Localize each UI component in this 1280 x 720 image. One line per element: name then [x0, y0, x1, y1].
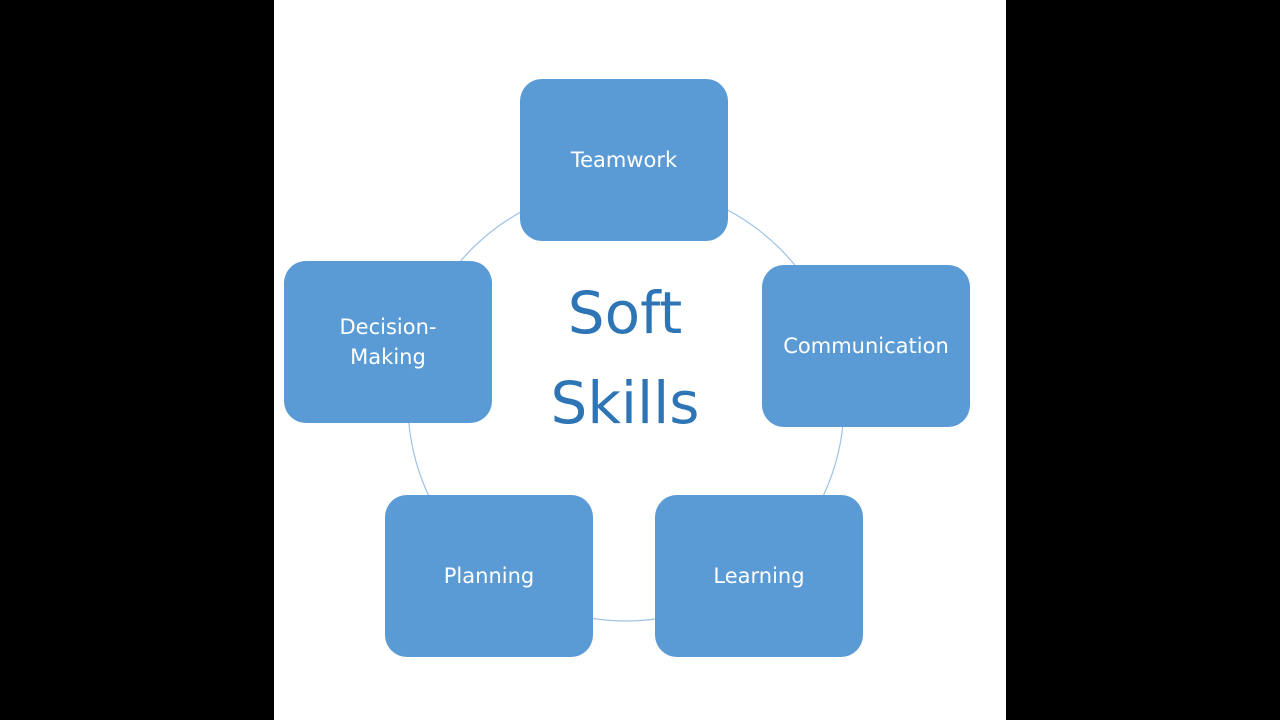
- node-decision-making: Decision- Making: [284, 261, 492, 423]
- node-learning: Learning: [655, 495, 863, 657]
- node-communication: Communication: [762, 265, 970, 427]
- center-title: Soft Skills: [525, 268, 725, 448]
- node-decision-label-line-2: Making: [350, 345, 426, 369]
- center-title-line-2: Skills: [550, 369, 700, 437]
- node-planning: Planning: [385, 495, 593, 657]
- node-planning-label: Planning: [443, 564, 535, 588]
- node-teamwork: Teamwork: [520, 79, 728, 241]
- center-title-line-1: Soft: [567, 279, 683, 347]
- node-decision-label-line-1: Decision-: [339, 315, 437, 339]
- node-learning-label: Learning: [713, 564, 805, 588]
- node-communication-label: Communication: [783, 334, 949, 358]
- slide-canvas: Soft Skills Teamwork Communication Learn…: [274, 0, 1006, 720]
- node-teamwork-label: Teamwork: [570, 148, 678, 172]
- node-decision-making-label: Decision- Making: [340, 312, 437, 372]
